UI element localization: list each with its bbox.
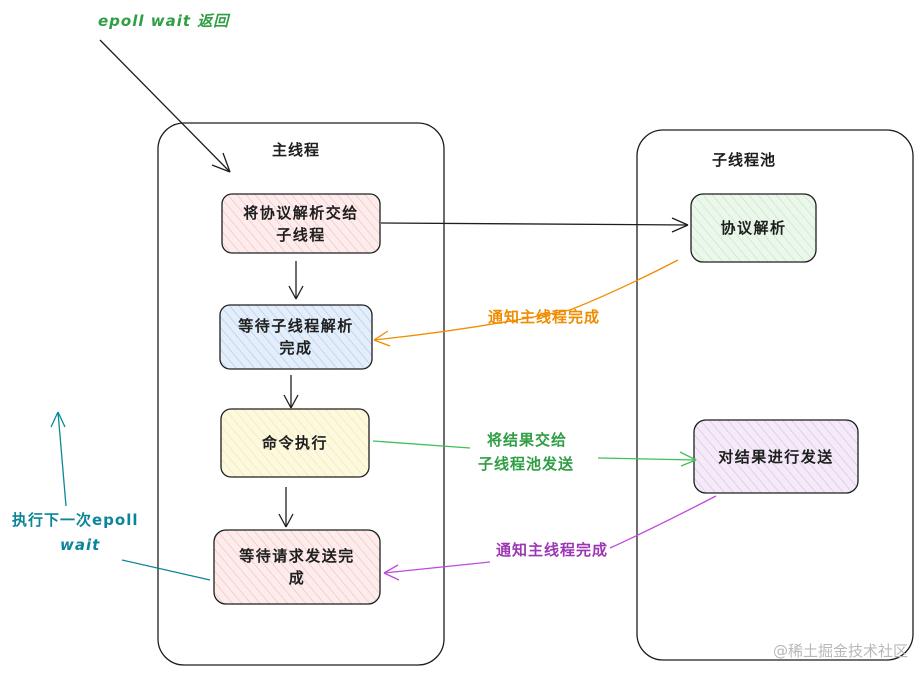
node-wait-parse-line1: 等待子线程解析 [238,317,354,335]
next-epoll-label-line1: 执行下一次epoll [12,511,139,529]
next-epoll-label-line2: wait [60,536,101,554]
notify-parse-done-label: 通知主线程完成 [488,308,601,326]
node-parse-text: 协议解析 [691,194,816,262]
arrow-notify-parse-done [373,259,679,347]
main-thread-container [157,122,445,666]
node-wait-parse-box[interactable] [219,304,373,370]
node-wait-parse-text: 等待子线程解析 完成 [220,305,372,369]
node-wait-parse-line2: 完成 [279,339,313,357]
handoff-result-label-line2: 子线程池发送 [478,455,575,473]
watermark: @稀土掘金技术社区 [772,642,908,660]
arrow-notify-send-done [383,495,717,581]
arrow-execute-to-wait-send [278,487,294,528]
arrow-handoff-to-parse [380,217,689,233]
handoff-result-label-line1: 将结果交给 [487,431,568,449]
node-handoff-box[interactable] [221,193,381,254]
node-execute-text: 命令执行 [221,409,369,477]
thread-pool-container [636,129,914,661]
node-send-result-line1: 对结果进行发送 [718,447,834,466]
node-handoff-line2: 子线程 [276,225,326,244]
arrow-epoll-return [99,39,231,173]
node-parse-line1: 协议解析 [720,219,787,237]
node-send-result-box[interactable] [693,419,859,494]
node-wait-send-line2: 成 [288,569,306,587]
arrow-next-epoll [50,411,211,581]
node-execute-line1: 命令执行 [261,434,328,452]
node-send-result-text: 对结果进行发送 [694,420,858,493]
epoll-return-label: epoll wait 返回 [98,12,230,30]
node-execute-box[interactable] [220,408,370,478]
main-thread-title: 主线程 [272,141,321,159]
arrow-handoff-to-wait [288,261,304,300]
node-wait-send-box[interactable] [213,529,381,605]
thread-pool-title: 子线程池 [712,151,777,169]
node-wait-send-text: 等待请求发送完 成 [214,530,380,604]
arrow-handoff-result [372,440,697,467]
node-handoff-text: 将协议解析交给 子线程 [222,194,380,253]
node-handoff-line1: 将协议解析交给 [243,203,359,222]
arrow-wait-to-execute [283,375,299,409]
notify-send-done-label: 通知主线程完成 [496,541,609,559]
node-parse-box[interactable] [690,193,817,263]
node-wait-send-line1: 等待请求发送完 [239,547,355,565]
